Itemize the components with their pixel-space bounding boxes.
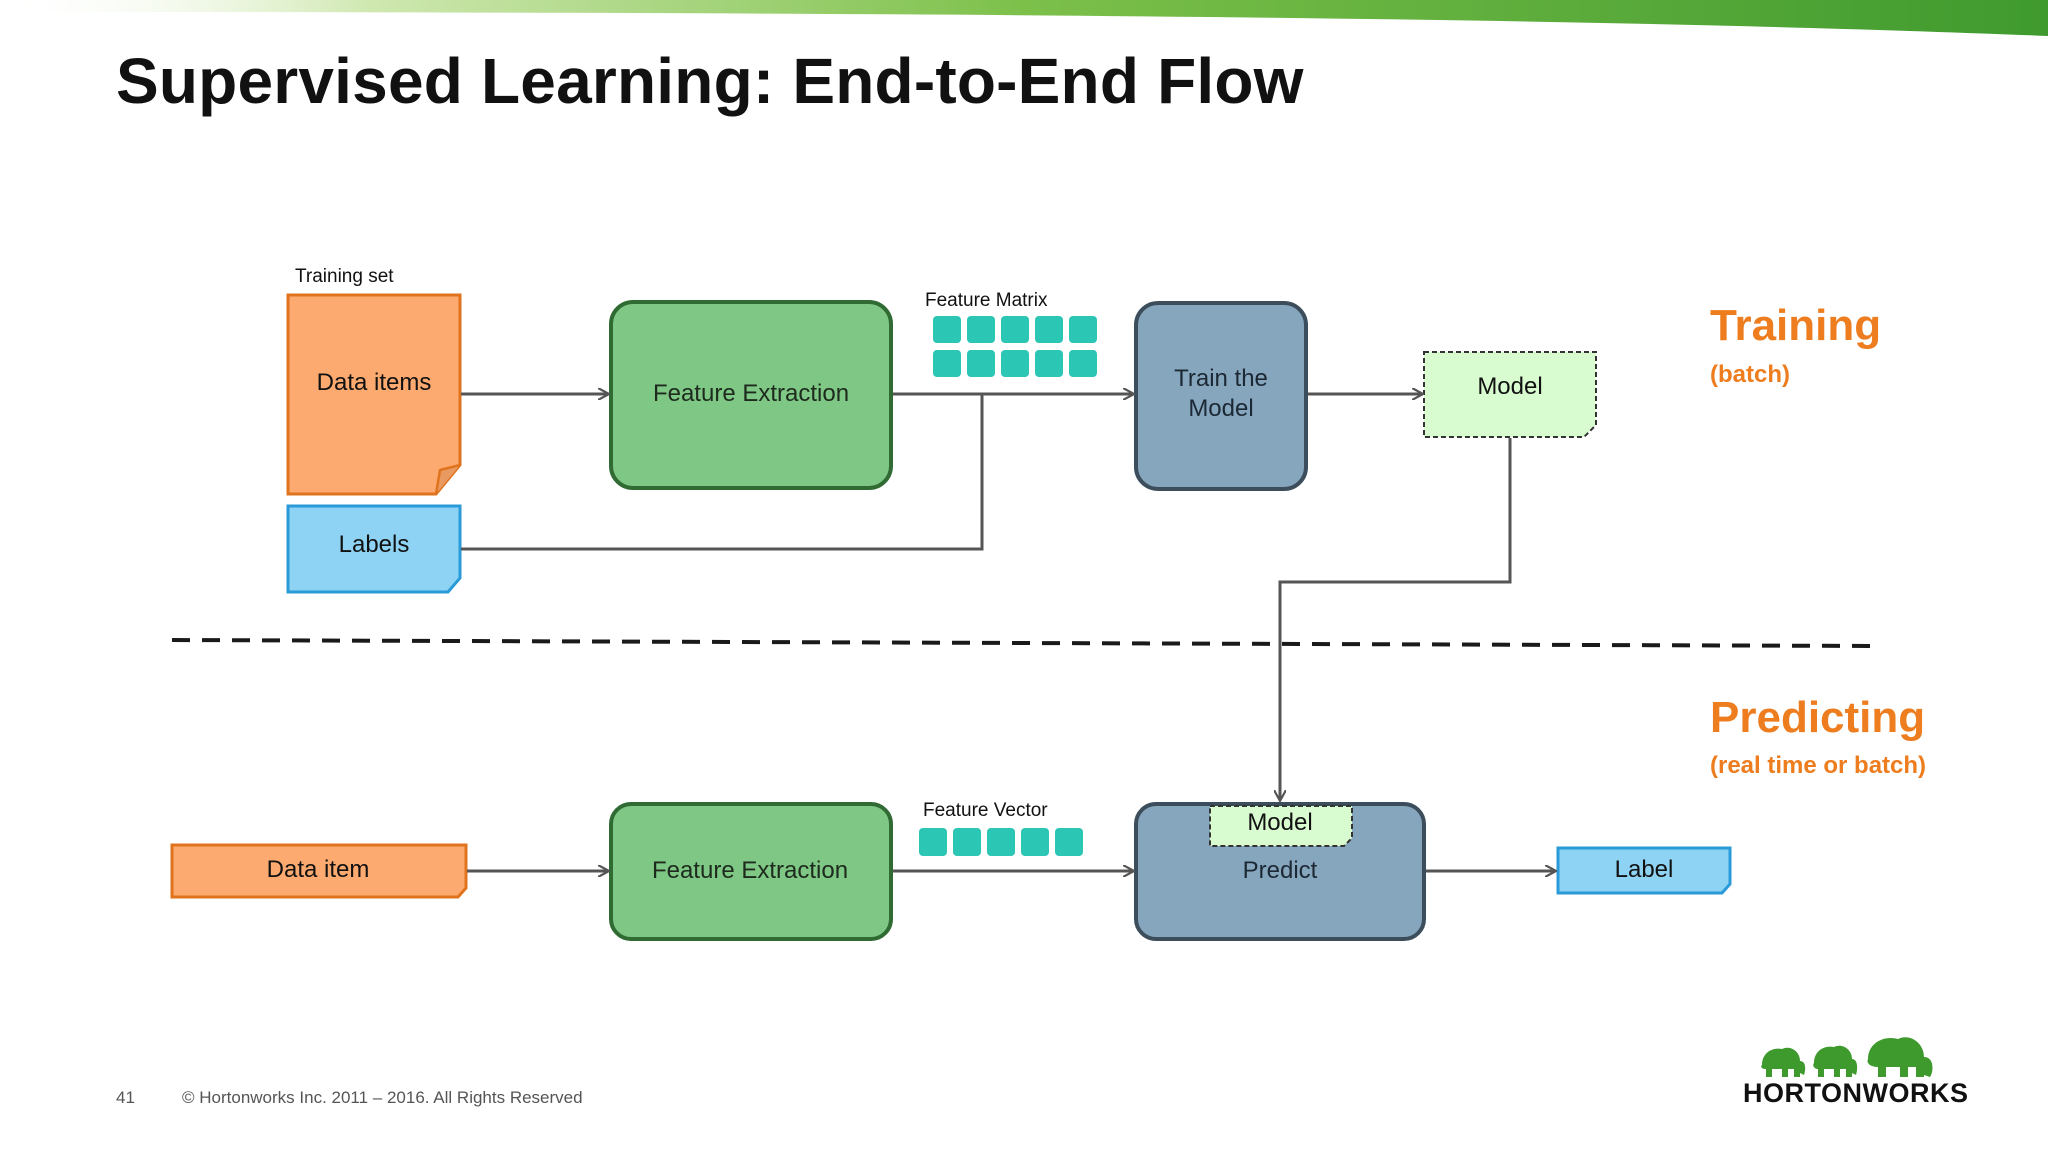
data-items-label: Data items [317,369,432,396]
train-model-line2: Model [1188,395,1253,422]
arrow-model-to-predict [1280,438,1512,800]
train-model-line1: Train the [1174,365,1268,392]
labels-label: Labels [339,531,410,558]
copyright-text: © Hortonworks Inc. 2011 – 2016. All Righ… [182,1088,583,1107]
training-heading: Training [1710,301,1881,350]
label-output-node: Label [1556,846,1732,895]
feature-vector-cells [919,828,1083,856]
train-model-node: Train the Model [1134,301,1308,491]
elephant-herd-icon [1761,1037,1933,1077]
model-output-label: Model [1477,373,1542,400]
predicting-subheading: (real time or batch) [1710,752,1926,779]
label-output-label: Label [1615,856,1674,883]
training-subheading: (batch) [1710,361,1790,388]
page-number: 41 [116,1088,135,1107]
labels-node: Labels [286,504,462,594]
predict-node: Model Predict [1134,802,1426,941]
training-set-caption: Training set [295,266,394,287]
page-title: Supervised Learning: End-to-End Flow [116,45,1304,117]
connector-labels-to-train [461,394,984,551]
predict-label: Predict [1243,857,1318,884]
data-item-node: Data item [170,843,468,899]
feature-vector-caption: Feature Vector [923,800,1048,821]
feature-matrix-caption: Feature Matrix [925,290,1048,311]
brand-wordmark: HORTONWORKS [1743,1078,1969,1108]
feature-matrix-grid [933,316,1097,377]
top-gradient-bar [0,0,2048,36]
feature-extraction-predicting-label: Feature Extraction [652,857,848,884]
predict-model-badge [1209,805,1353,847]
data-items-node: Data items [286,293,462,496]
data-item-label: Data item [267,856,370,883]
feature-extraction-predicting-node: Feature Extraction [609,802,893,941]
predicting-heading: Predicting [1710,693,1925,742]
predict-model-label: Model [1247,809,1312,836]
phase-divider [171,638,1877,648]
feature-extraction-training-label: Feature Extraction [653,380,849,407]
model-output-node: Model [1423,351,1597,438]
feature-extraction-training-node: Feature Extraction [609,300,893,490]
